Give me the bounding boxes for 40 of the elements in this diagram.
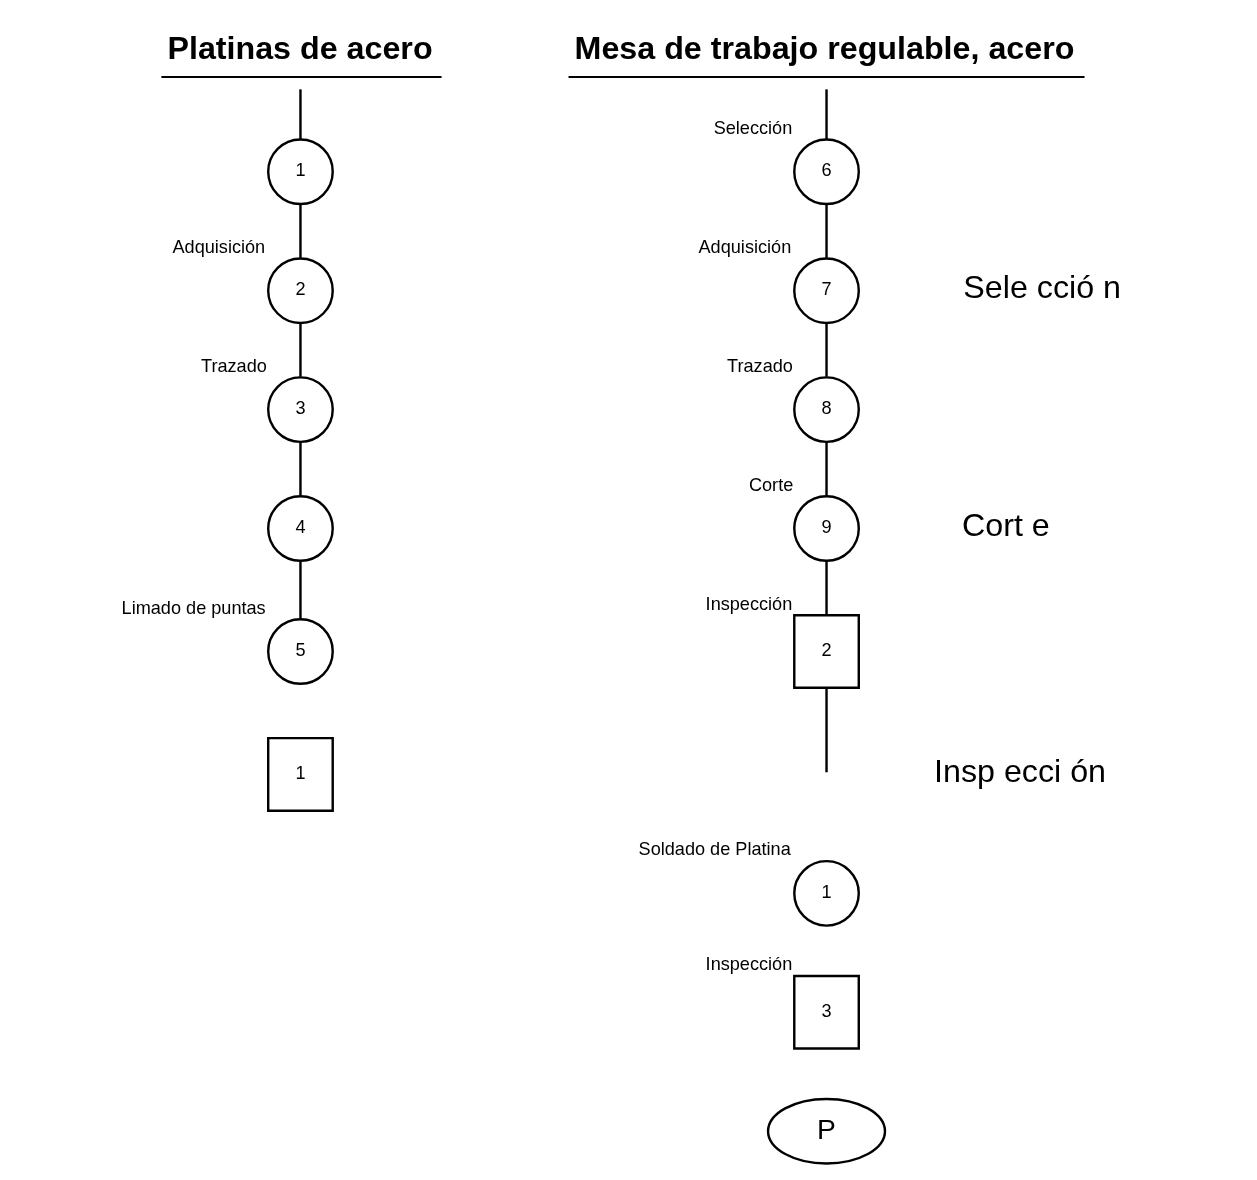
node-circle: 3 [266,376,334,444]
node-circle: 9 [792,495,860,562]
node-label: Trazado [726,355,793,376]
node-circle: 2 [266,257,334,325]
connector [298,442,302,496]
connector [298,204,302,258]
node-label: Selección [713,117,792,138]
node-circle: 7 [792,257,860,325]
connector [824,442,828,496]
node-label: Adquisición [171,236,265,257]
node-label: Corte [748,474,793,495]
node-text: Platinas de acero [166,29,433,66]
node-circle: 1 [792,859,860,927]
connector [298,561,302,619]
label: Insp ecci ón [933,753,1106,790]
node-label: Trazado [200,355,267,376]
label: Cort e [961,507,1050,544]
label: Sele cció n [962,269,1121,306]
node-label: Inspección [705,954,792,975]
node-box: 1 [266,736,334,812]
connector [824,204,828,258]
connector [298,89,302,140]
node-circle: 4 [266,495,334,562]
connector [824,561,828,616]
node-box: 2 [792,614,860,689]
node-label: Soldado de Platina [638,839,791,860]
node-circle: 5 [266,618,334,685]
connector [824,323,828,377]
node-label: Inspección [705,593,792,614]
node-circle: 1 [266,138,334,206]
node-box: 3 [792,974,860,1050]
node-text: Mesa de trabajo regulable, acero [574,29,1074,66]
node-label: Limado de puntas [121,597,266,618]
connector [824,687,828,773]
node-circle: 6 [792,138,860,206]
node-circle: 8 [792,376,860,444]
node-label: Adquisición [698,236,791,257]
connector [824,89,828,140]
connector [298,323,302,377]
node-ellipse: P [766,1097,886,1165]
